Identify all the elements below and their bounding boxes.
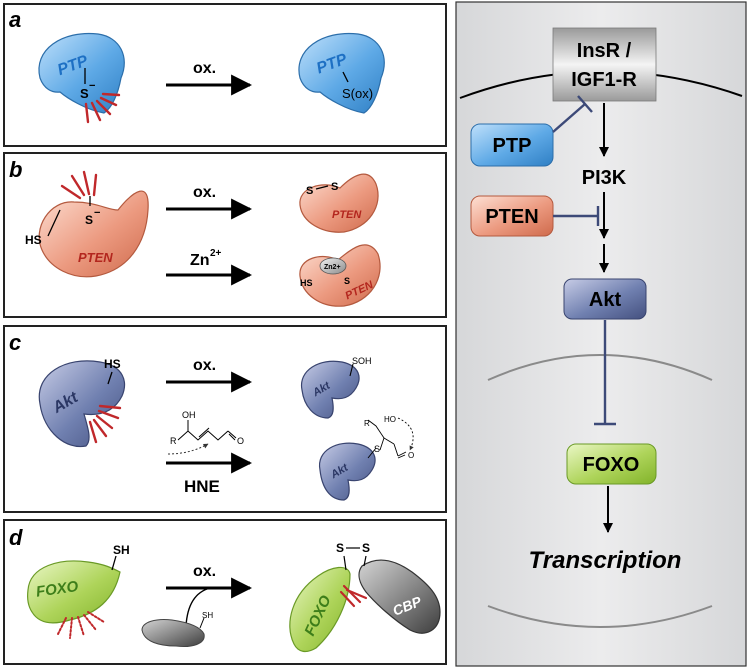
akt-node: Akt	[563, 278, 647, 320]
hne-oh: OH	[182, 410, 196, 420]
akt-hne-adduct-shape: Akt HO R S O	[318, 415, 414, 501]
panel-b-zn-superscript: 2+	[210, 248, 222, 259]
foxo-cbp-s1: S	[336, 541, 344, 555]
ptp-sulfur-reactivity-lines	[84, 92, 121, 124]
pten-inhibition-line	[553, 206, 600, 226]
pten-node-label: PTEN	[485, 206, 538, 228]
transcription-label: Transcription	[529, 547, 682, 574]
akt-adduct-r: R	[364, 419, 370, 428]
panel-a: a PTP S − ox. PTP S(ox)	[3, 3, 447, 147]
akt-reactivity-lines	[88, 404, 122, 444]
foxo-sh: SH	[113, 543, 130, 557]
akt-adduct-s: S	[374, 444, 380, 454]
akt-enzyme-shape: Akt HS	[38, 357, 126, 448]
nuclear-membrane-bottom	[487, 605, 713, 628]
akt-sulfenic-shape: Akt SOH	[300, 356, 372, 419]
foxo-cbp-reactivity-lines	[339, 584, 368, 608]
panel-a-letter: a	[9, 7, 21, 32]
pten-sulfur-reactivity-lines	[60, 170, 98, 200]
ptp-charge: −	[89, 80, 95, 92]
panel-b-letter: b	[9, 157, 22, 182]
pten-node: PTEN	[470, 195, 554, 237]
zinc-ion-label: Zn2+	[324, 264, 341, 271]
panel-d-arrow-label: ox.	[193, 563, 216, 580]
pten-enzyme-shape: PTEN HS S −	[25, 190, 149, 278]
akt-node-label: Akt	[589, 289, 622, 311]
hne-structure	[167, 420, 237, 455]
receptor-label-line1: InsR /	[577, 40, 632, 62]
panel-d-letter: d	[9, 525, 23, 550]
pten-thiolate: S	[85, 213, 93, 227]
foxo-node: FOXO	[566, 443, 657, 485]
foxo-enzyme-label: FOXO	[35, 578, 80, 601]
pten-zinc-s: S	[344, 276, 350, 286]
pten-disulfide-s1: S	[306, 185, 313, 197]
pten-hs: HS	[25, 233, 42, 247]
akt-adduct-o: O	[408, 451, 414, 460]
ptp-oxidized-sulfur: S(ox)	[342, 86, 373, 101]
pi3k-label: PI3K	[582, 167, 627, 189]
ptp-node-label: PTP	[493, 135, 532, 157]
ptp-thiolate: S	[80, 86, 89, 101]
receptor-node: InsR / IGF1-R	[552, 27, 657, 102]
akt-foxo-inhibition-line	[594, 320, 616, 426]
foxo-node-label: FOXO	[583, 454, 640, 476]
ptp-oxidized-shape: PTP S(ox)	[298, 32, 385, 114]
nuclear-membrane-top	[487, 354, 713, 381]
panel-c-letter: c	[9, 330, 21, 355]
cbp-small-shape: SH	[141, 611, 213, 647]
foxo-cbp-complex: FOXO CBP S S	[289, 541, 441, 653]
panel-d: d FOXO SH ox. SH FOXO CBP	[3, 519, 447, 665]
akt-hs: HS	[104, 357, 121, 371]
ptp-node: PTP	[470, 123, 554, 167]
hne-r: R	[170, 436, 177, 446]
panel-b-arrow-zn-label: Zn	[190, 252, 210, 269]
panel-c-arrow-hne-label: HNE	[184, 477, 220, 496]
panel-a-arrow-label: ox.	[193, 60, 216, 77]
ptp-inhibition-line	[552, 95, 593, 133]
hne-o: O	[237, 436, 244, 446]
pten-disulfide-s2: S	[331, 181, 338, 193]
pten-charge: −	[94, 207, 100, 219]
small-sh: SH	[202, 611, 213, 620]
receptor-label-line2: IGF1-R	[571, 69, 637, 91]
panel-c-arrow-ox-label: ox.	[193, 357, 216, 374]
akt-adduct-ho: HO	[384, 415, 396, 424]
pten-zinc-bound-shape: PTEN Zn2+ HS S	[299, 244, 381, 307]
pten-zinc-hs: HS	[300, 278, 313, 288]
foxo-cbp-s2: S	[362, 541, 370, 555]
panel-c: c Akt HS ox. OH R O HNE	[3, 325, 447, 513]
pten-enzyme-label: PTEN	[78, 250, 113, 265]
foxo-enzyme-shape: FOXO SH	[27, 543, 130, 624]
panel-b-arrow-ox-label: ox.	[193, 184, 216, 201]
pathway-panel: InsR / IGF1-R PTP PI3K PTEN Akt	[455, 1, 747, 667]
pathway-panel-frame	[455, 1, 747, 667]
panel-d-curved-input-arrow	[185, 587, 211, 627]
pten-oxidized-shape: PTEN S S	[299, 173, 379, 233]
zinc-ion-ball	[319, 257, 347, 275]
foxo-reactivity-lines	[57, 611, 105, 639]
akt-soh: SOH	[352, 356, 372, 366]
pten-oxidized-label: PTEN	[332, 209, 362, 221]
panel-b: b PTEN HS S − ox. Zn 2+ PTEN S S	[3, 152, 447, 318]
